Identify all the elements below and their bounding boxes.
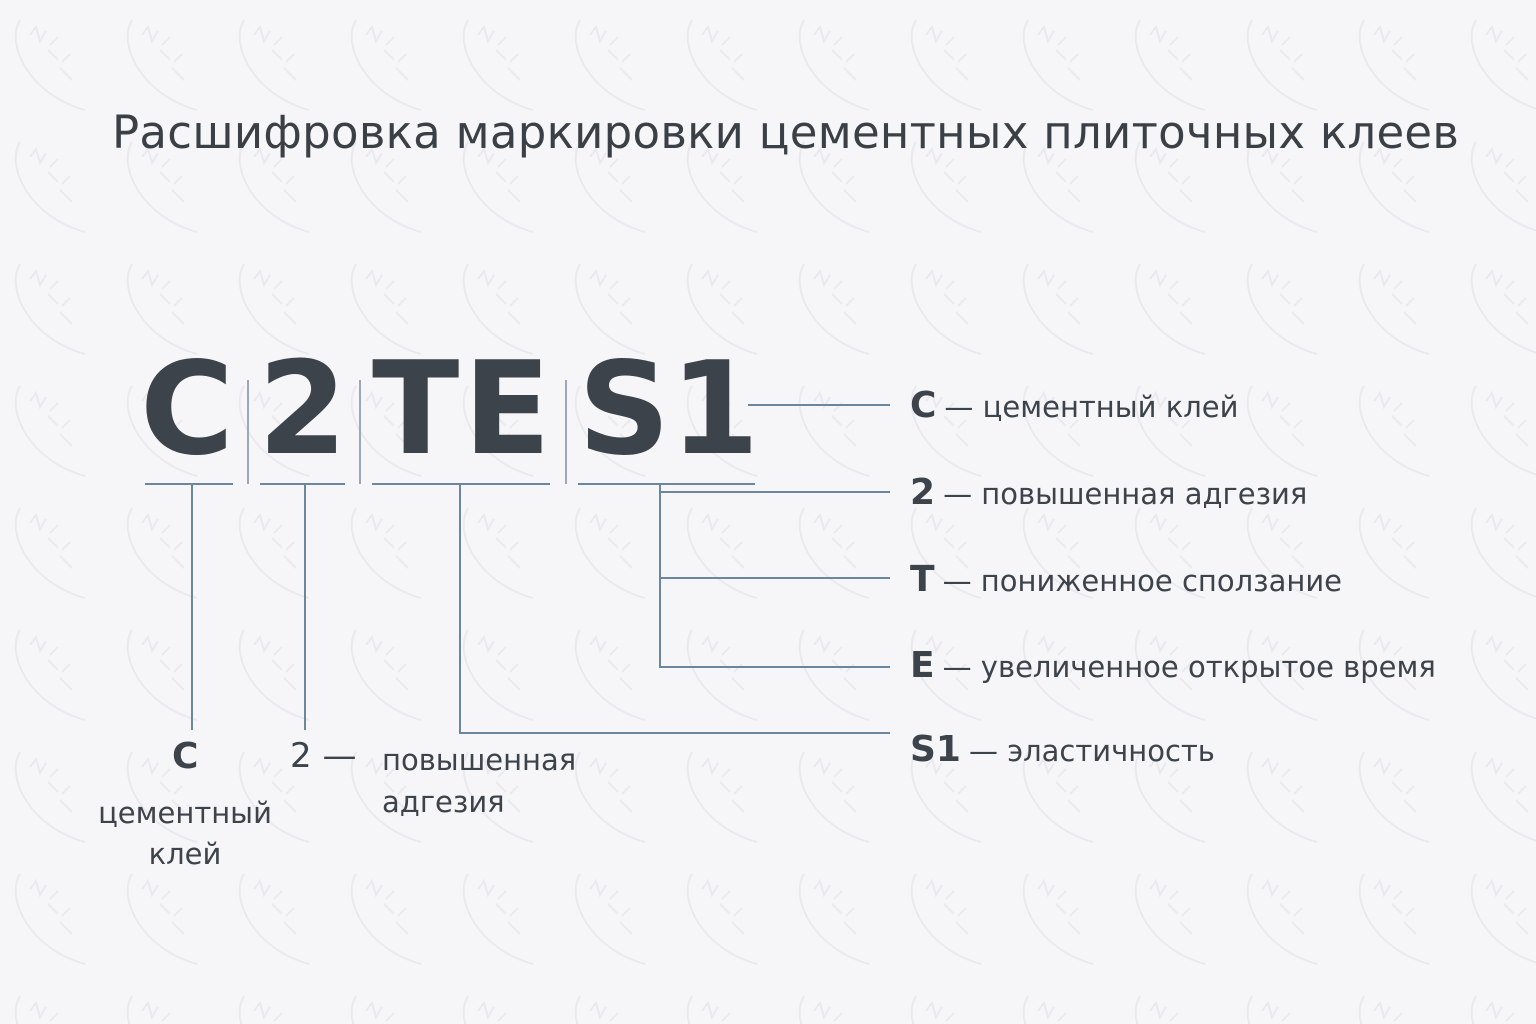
connector-t-label — [659, 577, 890, 579]
label-t: T— пониженное сползание — [910, 559, 1343, 600]
underline-2 — [260, 483, 345, 485]
label-2: 2— повышенная адгезия — [910, 472, 1308, 513]
separator — [247, 380, 249, 484]
connector-c — [191, 484, 193, 730]
bottom-c-line2: клей — [148, 837, 222, 871]
bottom-code-c: C — [172, 736, 199, 777]
bottom-c-line1: цементный — [98, 796, 272, 830]
code-letters-s1: S1 — [578, 335, 760, 484]
connector-2 — [304, 484, 306, 730]
connector-2-label — [659, 491, 890, 493]
bottom-code-2: 2 — — [290, 736, 357, 776]
separator — [359, 380, 361, 484]
page-title: Расшифровка маркировки цементных плиточн… — [112, 106, 1460, 159]
underline-s1 — [578, 483, 755, 485]
connector-s1-label — [459, 732, 890, 734]
bottom-2-line1: повышенная — [382, 743, 577, 777]
underline-c — [145, 483, 233, 485]
code-letter-c: C — [140, 335, 234, 484]
separator — [565, 380, 567, 484]
label-e: E— увеличенное открытое время — [910, 645, 1436, 686]
connector-te — [459, 484, 461, 734]
code-letters-te: TE — [372, 335, 555, 484]
connector-branch — [659, 484, 661, 668]
code-digit-2: 2 — [258, 335, 348, 484]
bottom-2-line2: адгезия — [382, 785, 505, 819]
connector-e-label — [659, 666, 890, 668]
connector-c-label — [748, 404, 890, 406]
label-s1: S1— эластичность — [910, 729, 1215, 770]
underline-te — [372, 483, 550, 485]
label-c: C— цементный клей — [910, 385, 1239, 426]
